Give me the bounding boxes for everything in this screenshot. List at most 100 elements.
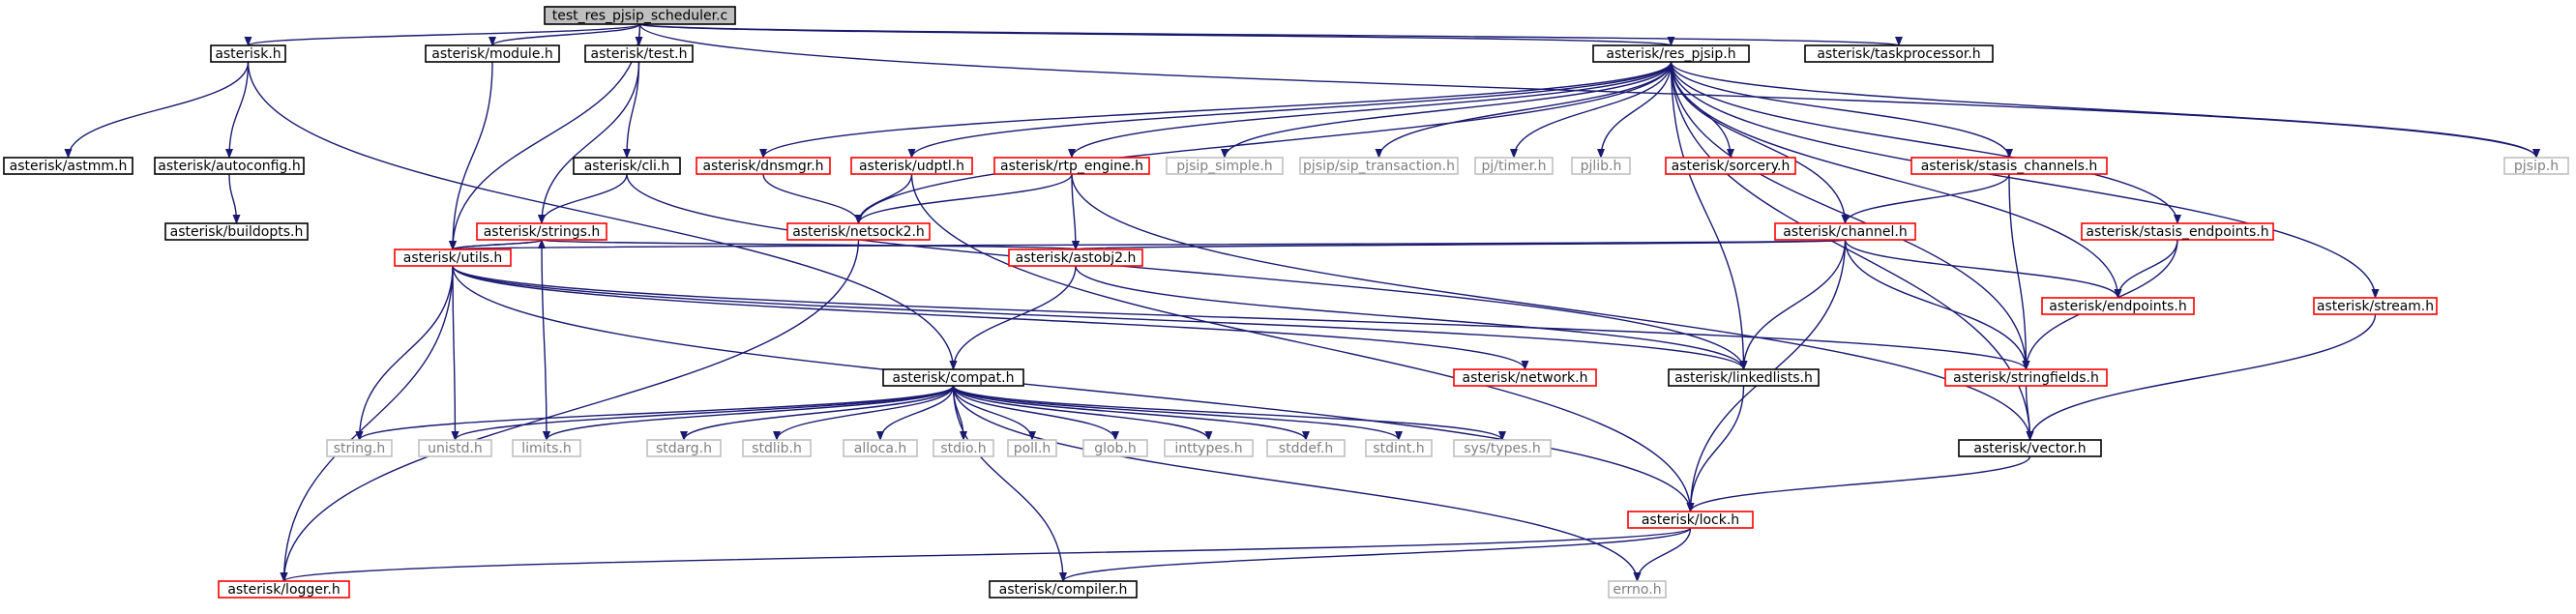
- node-label: sys/types.h: [1464, 441, 1540, 456]
- node-label: pj/timer.h: [1482, 159, 1547, 174]
- node-pj-timer-h: pj/timer.h: [1474, 157, 1554, 175]
- edge-arrow: [1670, 61, 2122, 299]
- edge-udptl_h-to-lock_h: [910, 173, 1695, 512]
- node-compat-h[interactable]: asterisk/compat.h: [882, 368, 1024, 387]
- edge-res_pjsip_h-to-rtp_engine_h: [1068, 61, 1673, 159]
- node-label: asterisk/test.h: [591, 46, 688, 62]
- edge-arrow: [1670, 61, 2181, 224]
- node-strings-h[interactable]: asterisk/strings.h: [476, 222, 607, 241]
- node-autoconfig-h[interactable]: asterisk/autoconfig.h: [154, 157, 305, 175]
- node-pjsip-simple-h: pjsip_simple.h: [1166, 157, 1284, 175]
- node-box: [933, 439, 994, 457]
- edge-arrow: [2008, 173, 2030, 370]
- edge-compat_h-to-sys_types_h: [952, 385, 1506, 441]
- edge-arrow: [1075, 265, 1748, 370]
- edge-res_pjsip_h-to-netsock2_h: [854, 61, 1673, 224]
- edge-arrow: [1670, 61, 2540, 159]
- node-label: pjsip/sip_transaction.h: [1303, 159, 1455, 174]
- edge-compat_h-to-stdarg_h: [680, 385, 955, 441]
- node-netsock2-h[interactable]: asterisk/netsock2.h: [786, 222, 931, 241]
- node-box: [154, 157, 305, 175]
- node-box: [3, 157, 133, 175]
- node-stasis-channels-h[interactable]: asterisk/stasis_channels.h: [1910, 157, 2108, 175]
- edge-arrow: [451, 239, 1847, 250]
- node-label: glob.h: [1094, 441, 1137, 456]
- edge-arrow: [452, 265, 2030, 370]
- node-box: [993, 157, 1150, 175]
- node-box: [1627, 511, 1754, 529]
- node-utils-h[interactable]: asterisk/utils.h: [394, 249, 512, 267]
- node-label: stdlib.h: [752, 441, 802, 456]
- node-box: [1164, 439, 1254, 457]
- node-box: [1007, 439, 1057, 457]
- node-box: [2313, 297, 2438, 315]
- edge-arrow: [355, 385, 955, 441]
- node-sorcery-h[interactable]: asterisk/sorcery.h: [1665, 157, 1796, 175]
- node-asterisk-h[interactable]: asterisk.h: [210, 44, 286, 63]
- edge-res_pjsip_h-to-dnsmgr_h: [759, 61, 1673, 159]
- edge-arrow: [280, 527, 1692, 582]
- node-stasis-endpoints-h[interactable]: asterisk/stasis_endpoints.h: [2081, 222, 2274, 241]
- edge-arrow: [1068, 61, 1673, 159]
- edge-arrow: [1739, 239, 1847, 370]
- node-stringfields-h[interactable]: asterisk/stringfields.h: [1944, 368, 2108, 387]
- node-vector-h[interactable]: asterisk/vector.h: [1958, 439, 2102, 457]
- edge-root-to-res_pjsip_h: [638, 23, 1674, 46]
- node-channel-h[interactable]: asterisk/channel.h: [1774, 222, 1916, 241]
- edge-res_pjsip_h-to-pj_timer_h: [1510, 61, 1673, 159]
- node-network-h[interactable]: asterisk/network.h: [1453, 368, 1597, 387]
- node-box: [1944, 368, 2108, 387]
- edge-compat_h-to-poll_h: [952, 385, 1036, 441]
- edge-res_pjsip_h-to-stasis_endpoints_h: [1670, 61, 2181, 224]
- node-root[interactable]: test_res_pjsip_scheduler.c: [544, 6, 736, 25]
- edge-autoconfig_h-to-buildopts_h: [228, 173, 241, 224]
- edge-arrow: [1670, 61, 2013, 159]
- edge-compat_h-to-unistd_h: [451, 385, 955, 441]
- node-endpoints-h[interactable]: asterisk/endpoints.h: [2041, 297, 2195, 315]
- node-buildopts-h[interactable]: asterisk/buildopts.h: [164, 222, 309, 241]
- node-module-h[interactable]: asterisk/module.h: [425, 44, 560, 63]
- edge-arrow: [452, 265, 1529, 370]
- node-lock-h[interactable]: asterisk/lock.h: [1627, 511, 1754, 529]
- edge-astobj2_h-to-linkedlists_h: [1075, 265, 1748, 370]
- edge-arrow: [1073, 239, 1847, 250]
- node-udptl-h[interactable]: asterisk/udptl.h: [850, 157, 973, 175]
- edge-utils_h-to-network_h: [452, 265, 1529, 370]
- edge-utils_h-to-strings_h: [452, 239, 546, 250]
- node-box: [2503, 157, 2569, 175]
- edge-arrow: [1844, 239, 2122, 299]
- node-logger-h[interactable]: asterisk/logger.h: [218, 580, 350, 599]
- edge-strings_h-to-astobj2_h: [541, 239, 1079, 250]
- node-taskprocessor-h[interactable]: asterisk/taskprocessor.h: [1804, 44, 1994, 63]
- node-res-pjsip-h[interactable]: asterisk/res_pjsip.h: [1592, 44, 1750, 63]
- node-stream-h[interactable]: asterisk/stream.h: [2313, 297, 2438, 315]
- edge-arrow: [2026, 313, 2377, 441]
- edge-arrow: [1071, 173, 2034, 441]
- edge-arrow: [1597, 61, 1673, 159]
- node-compiler-h[interactable]: asterisk/compiler.h: [989, 580, 1138, 599]
- node-dnsmgr-h[interactable]: asterisk/dnsmgr.h: [696, 157, 831, 175]
- edge-cli_h-to-strings_h: [538, 173, 628, 224]
- node-box: [882, 368, 1024, 387]
- edge-rtp_engine_h-to-astobj2_h: [1071, 173, 1080, 250]
- edge-compat_h-to-errno_h: [952, 385, 1642, 582]
- node-stdint-h: stdint.h: [1365, 439, 1433, 457]
- edge-arrow: [2114, 239, 2178, 299]
- node-box: [2041, 297, 2195, 315]
- node-box: [1774, 222, 1916, 241]
- node-label: pjsip_simple.h: [1176, 159, 1272, 174]
- node-label: asterisk/utils.h: [403, 250, 503, 266]
- node-linkedlists-h[interactable]: asterisk/linkedlists.h: [1668, 368, 1820, 387]
- node-cli-h[interactable]: asterisk/cli.h: [573, 157, 681, 175]
- node-rtp-engine-h[interactable]: asterisk/rtp_engine.h: [993, 157, 1150, 175]
- node-astobj2-h[interactable]: asterisk/astobj2.h: [1008, 249, 1143, 267]
- node-astmm-h[interactable]: asterisk/astmm.h: [3, 157, 133, 175]
- edge-asterisk_h-to-astmm_h: [64, 61, 250, 159]
- edge-arrow: [489, 23, 641, 46]
- edge-compat_h-to-string_h: [355, 385, 955, 441]
- edge-arrow: [638, 23, 2540, 159]
- edge-arrow: [952, 385, 1213, 441]
- edge-utils_h-to-linkedlists_h: [452, 265, 1748, 370]
- node-label: asterisk/lock.h: [1642, 512, 1739, 528]
- node-test-h[interactable]: asterisk/test.h: [584, 44, 694, 63]
